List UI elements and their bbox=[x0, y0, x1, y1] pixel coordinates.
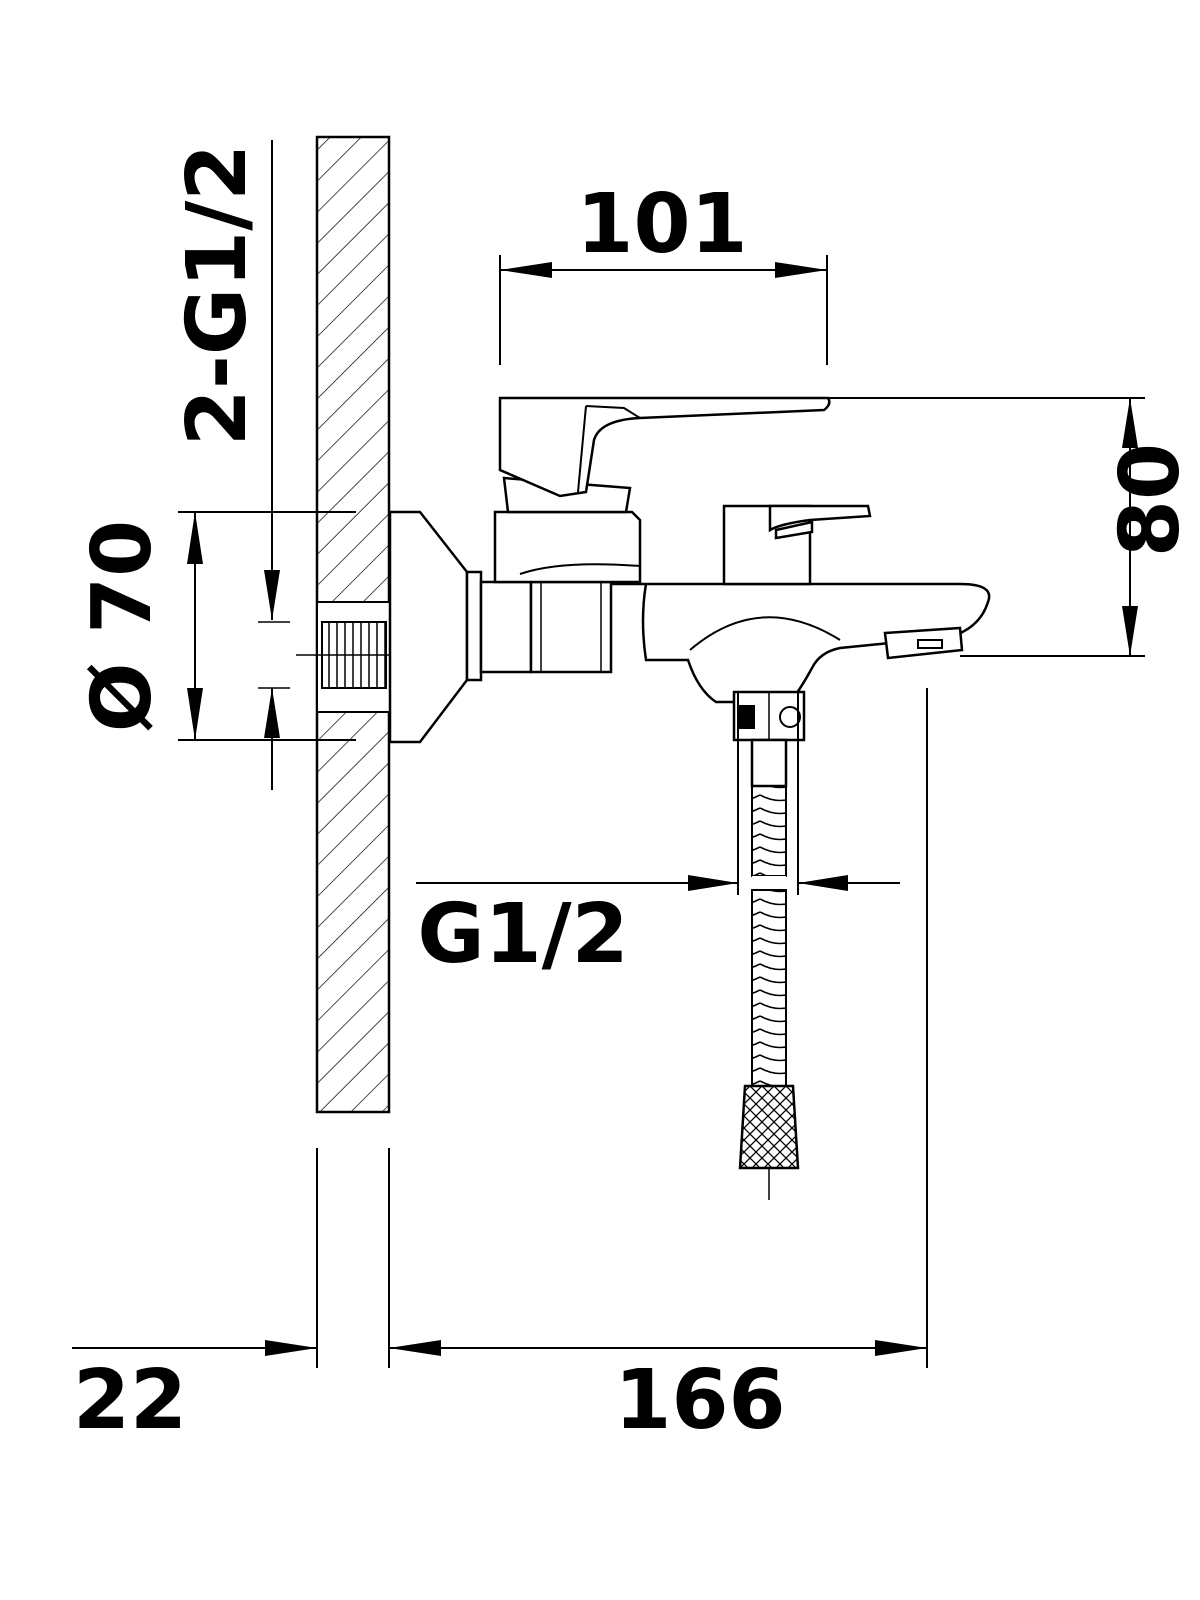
dimension-lines bbox=[72, 140, 1145, 1368]
mixer-body bbox=[493, 396, 991, 704]
dimension-label-2-g1-2: 2-G1/2 bbox=[170, 144, 265, 446]
dimension-label-22: 22 bbox=[73, 1353, 187, 1448]
dimension-label-diameter-70: Ø 70 bbox=[75, 520, 170, 732]
shower-hose bbox=[732, 690, 806, 1200]
dimension-label-101: 101 bbox=[576, 177, 747, 272]
wall-cover-flange bbox=[388, 510, 533, 744]
wall-section bbox=[296, 135, 408, 1368]
dimension-label-166: 166 bbox=[614, 1353, 785, 1448]
dimension-label-g1-2: G1/2 bbox=[417, 887, 628, 982]
dimension-label-80: 80 bbox=[1103, 443, 1198, 557]
